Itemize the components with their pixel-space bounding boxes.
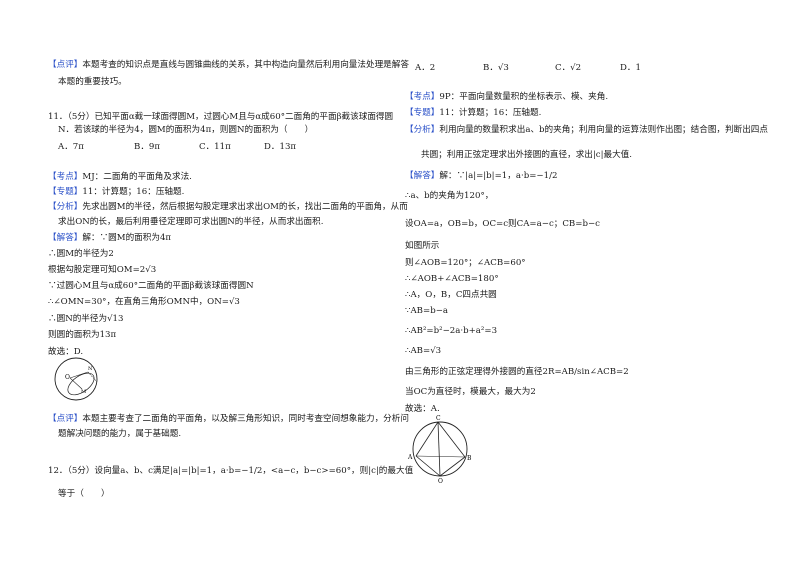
figure-label-b: B: [467, 455, 472, 462]
figure-label-a: A: [407, 454, 413, 461]
q12-step: ∴AB=√3: [405, 346, 442, 356]
q11-kaodian: 【考点】MJ：二面角的平面角及求法.: [48, 172, 192, 182]
q12-option-b: B．√3: [483, 63, 509, 73]
q12-fenxi-cont: 共圆；利用正弦定理求出外接圆的直径，求出|c|最大值.: [421, 150, 632, 160]
q12-kaodian: 【考点】9P：平面向量数量积的坐标表示、模、夹角.: [405, 92, 609, 102]
q11-step: ∴∠OMN=30°，在直角三角形OMN中，ON=√3: [48, 297, 240, 307]
figure-label-o: O: [65, 374, 70, 381]
q12-step: ∴a、b的夹角为120°，: [405, 191, 494, 201]
q11-review: 【点评】本题主要考查了二面角的平面角，以及解三角形知识，同时考查空间想象能力，分…: [48, 414, 409, 424]
q11-zhuanti: 【专题】11：计算题；16：压轴题.: [48, 187, 185, 197]
q12-fenxi: 【分析】利用向量的数量积求出a、b的夹角；利用向量的运算法则作出图；结合图，判断…: [405, 125, 768, 135]
figure-label-n: N: [88, 366, 93, 372]
q12-option-a: A．2: [415, 63, 436, 73]
question-11-stem-cont: N．若该球的半径为4，圆M的面积为4π，则圆N的面积为（ ）: [58, 125, 314, 135]
top-review-line1: 【点评】本题考查的知识点是直线与圆锥曲线的关系，其中构造向量然后利用向量法处理是…: [48, 60, 409, 70]
q12-answer: 故选：A.: [405, 404, 440, 414]
question-12-stem: 12．（5分）设向量a、b、c满足|a|=|b|=1，a·b=−1/2，<a−c…: [48, 466, 414, 476]
q11-option-b: B．9π: [134, 142, 161, 152]
q11-fenxi: 【分析】先求出圆M的半径，然后根据勾股定理求出求出OM的长，找出二面角的平面角，…: [48, 202, 408, 212]
figure-label-c: C: [436, 415, 441, 422]
q12-step: ∴A，O，B，C四点共圆: [405, 290, 497, 300]
q11-option-c: C．11π: [199, 142, 231, 152]
q12-option-d: D．1: [620, 63, 641, 73]
figure-label-m: M: [81, 389, 86, 395]
q11-option-d: D．13π: [264, 142, 297, 152]
q12-step: 由三角形的正弦定理得外接圆的直径2R=AB/sin∠ACB=2: [405, 367, 629, 377]
sphere-section-figure: O N M: [54, 357, 98, 401]
review-tag: 【点评】: [48, 60, 83, 70]
question-11-stem: 11．（5分）已知平面α截一球面得圆M，过圆心M且与α成60°二面角的平面β截该…: [48, 112, 394, 122]
q11-jieda: 【解答】解：∵圆M的面积为4π: [48, 233, 172, 243]
four-points-circle-figure: C A B O: [407, 415, 472, 484]
figure-label-o: O: [438, 478, 443, 484]
q11-answer: 故选：D.: [48, 347, 84, 357]
q11-fenxi-cont: 求出ON的长，最后利用垂径定理即可求出圆N的半径，从而求出面积.: [58, 217, 324, 227]
q12-step: ∵AB=b−a: [405, 306, 449, 316]
q11-review-cont: 题解决问题的能力，属于基础题.: [58, 429, 182, 439]
q11-step: ∴圆M的半径为2: [48, 249, 114, 259]
q11-step: 根据勾股定理可知OM=2√3: [48, 265, 157, 275]
q11-step: ∵过圆心M且与α成60°二面角的平面β截该球面得圆N: [48, 281, 254, 291]
q12-step: 当OC为直径时，模最大，最大为2: [405, 387, 536, 397]
q12-step: ∴AB²=b²−2a·b+a²=3: [405, 326, 498, 336]
q12-step: 如图所示: [405, 241, 440, 251]
q11-option-a: A．7π: [58, 142, 84, 152]
q12-step: ∴∠AOB+∠ACB=180°: [405, 274, 499, 284]
q12-option-c: C．√2: [555, 63, 582, 73]
q11-step: ∴圆N的半径为√13: [48, 314, 124, 324]
q12-jieda: 【解答】解：∵|a|=|b|=1，a·b=−1/2: [405, 171, 558, 181]
q11-step: 则圆的面积为13π: [48, 330, 117, 340]
top-review-line2: 本题的重要技巧。: [58, 77, 127, 87]
q12-step: 设OA=a，OB=b，OC=c则CA=a−c；CB=b−c: [405, 219, 600, 229]
q12-zhuanti: 【专题】11：计算题；16：压轴题.: [405, 108, 542, 118]
q12-step: 则∠AOB=120°；∠ACB=60°: [405, 258, 526, 268]
question-12-stem-cont: 等于（ ）: [58, 489, 110, 499]
